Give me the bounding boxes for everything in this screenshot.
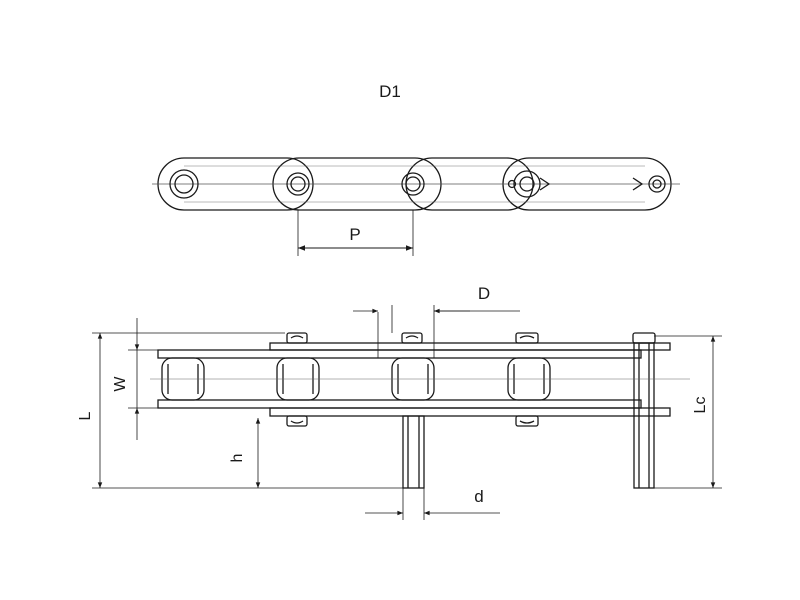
pitch-label: P bbox=[349, 225, 360, 244]
pin-diameter-label: d bbox=[474, 487, 483, 506]
diagram-title: D1 bbox=[379, 82, 401, 101]
pin-head-top-4 bbox=[632, 332, 656, 344]
upper-outer-plate bbox=[269, 342, 671, 351]
lower-outer-plate bbox=[269, 407, 671, 417]
pin-head-top-2 bbox=[401, 332, 423, 344]
chain-front-view bbox=[150, 332, 690, 489]
attachment-pin-hole-2 bbox=[632, 175, 666, 193]
pin-head-top-3 bbox=[515, 332, 539, 344]
pin-head-bottom-1 bbox=[286, 415, 308, 427]
pin-hole-3 bbox=[401, 172, 425, 196]
extended-pin-1 bbox=[402, 415, 425, 489]
pin-head-bottom-3 bbox=[515, 415, 539, 427]
extended-pin-2 bbox=[633, 342, 655, 489]
attachment-pin-hole-1 bbox=[507, 170, 551, 198]
chain-top-view bbox=[152, 157, 680, 256]
attachment-height-label: h bbox=[229, 454, 246, 463]
pin-head-top-1 bbox=[286, 332, 308, 344]
inner-width-label: W bbox=[112, 376, 129, 392]
roller-diameter-label: D bbox=[478, 284, 490, 303]
upper-inner-plate bbox=[157, 349, 642, 359]
attachment-length-label: Lc bbox=[692, 397, 709, 414]
pin-hole-2 bbox=[286, 172, 310, 196]
overall-length-label: L bbox=[77, 411, 94, 420]
pin-hole-1 bbox=[169, 169, 199, 199]
lower-inner-plate bbox=[157, 399, 642, 409]
